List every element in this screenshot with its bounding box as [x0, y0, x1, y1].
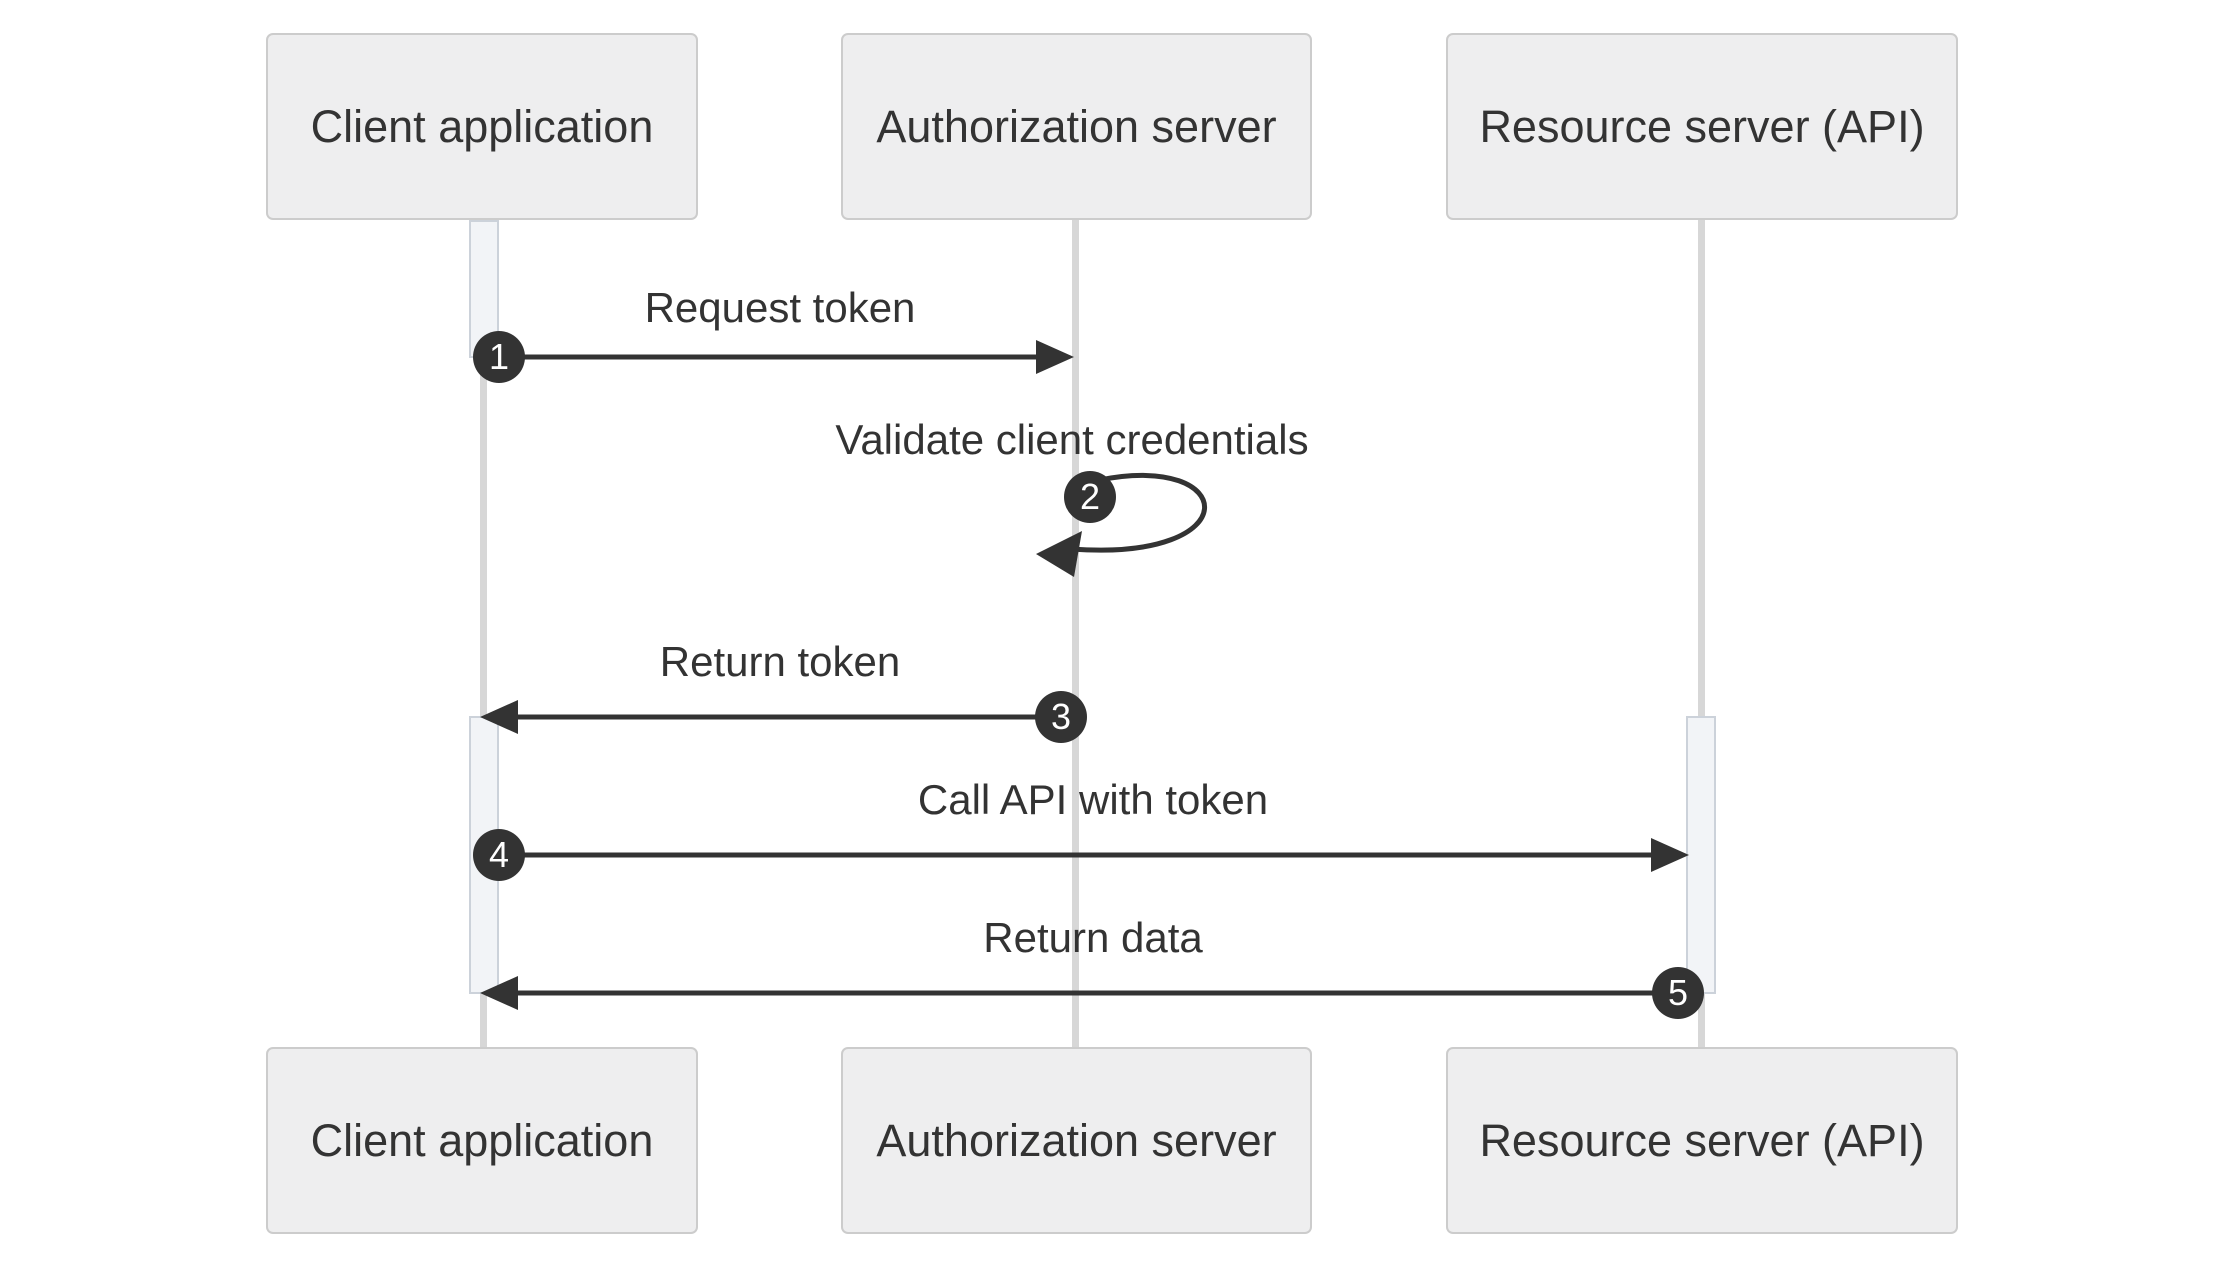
lifeline-authorization-server	[1072, 220, 1079, 1047]
actor-box-resource-server-bottom: Resource server (API)	[1446, 1047, 1958, 1234]
actor-label-resource-server-bottom: Resource server (API)	[1479, 1114, 1925, 1166]
actor-box-authorization-server-top: Authorization server	[841, 33, 1312, 220]
message-label-validate-credentials: Validate client credentials	[835, 416, 1309, 463]
sequence-number-2: 2	[1064, 471, 1116, 523]
actor-label-client-top: Client application	[310, 100, 654, 152]
actor-box-resource-server-top: Resource server (API)	[1446, 33, 1958, 220]
message-label-return-data: Return data	[983, 914, 1203, 961]
arrowhead-request-token	[1036, 340, 1074, 374]
actor-box-client-bottom: Client application	[266, 1047, 698, 1234]
message-label-call-api: Call API with token	[917, 776, 1269, 823]
actor-box-client-top: Client application	[266, 33, 698, 220]
message-label-return-token: Return token	[659, 638, 901, 685]
actor-box-authorization-server-bottom: Authorization server	[841, 1047, 1312, 1234]
sequence-number-5: 5	[1652, 967, 1704, 1019]
lifeline-client	[480, 220, 487, 1047]
sequence-number-1: 1	[473, 331, 525, 383]
actor-label-authorization-server-bottom: Authorization server	[876, 1114, 1277, 1166]
sequence-number-4: 4	[473, 829, 525, 881]
lifeline-resource-server	[1698, 220, 1705, 1047]
arrowhead-call-api	[1651, 838, 1689, 872]
actor-label-client-bottom: Client application	[310, 1114, 654, 1166]
message-label-request-token: Request token	[644, 284, 916, 331]
sequence-number-3: 3	[1035, 691, 1087, 743]
actor-label-authorization-server-top: Authorization server	[876, 100, 1277, 152]
activation-bar-resource-server	[1686, 716, 1716, 994]
actor-label-resource-server-top: Resource server (API)	[1479, 100, 1925, 152]
